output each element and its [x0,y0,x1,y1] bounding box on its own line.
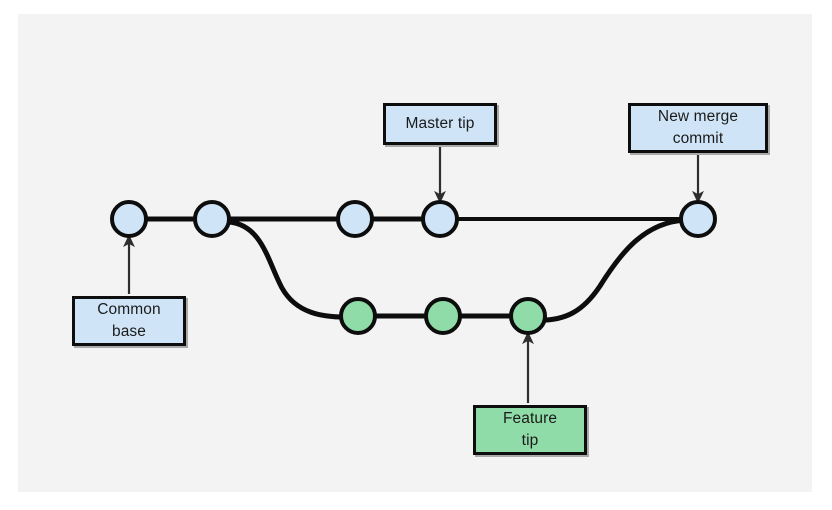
commit-node-m3[interactable] [336,200,374,238]
branch-curve-fork [225,219,355,320]
diagram-panel [18,14,812,492]
commit-node-merge-commit[interactable] [679,200,717,238]
commit-node-f1[interactable] [339,297,377,335]
branch-curve-merge [531,217,689,323]
label-line: Common [97,301,161,318]
commit-node-master-tip[interactable] [421,200,459,238]
master-commit-nodes [110,200,717,238]
label-line: tip [521,432,539,449]
label-line: New merge [657,108,739,125]
label-line: commit [672,130,724,147]
annotation-arrows [123,147,704,403]
label-box-feature-tip[interactable]: Feature tip [473,405,587,455]
commit-node-m1[interactable] [110,200,148,238]
label-line: base [111,323,146,340]
commit-node-f2[interactable] [424,297,462,335]
label-line: Master tip [405,115,475,132]
commit-node-feature-tip[interactable] [509,297,547,335]
label-line: Feature [502,410,558,427]
label-box-new-merge-commit[interactable]: New merge commit [628,103,768,153]
label-box-common-base[interactable]: Common base [72,296,186,346]
label-box-master-tip[interactable]: Master tip [383,103,497,145]
feature-commit-nodes [339,297,547,335]
commit-node-m2[interactable] [193,200,231,238]
